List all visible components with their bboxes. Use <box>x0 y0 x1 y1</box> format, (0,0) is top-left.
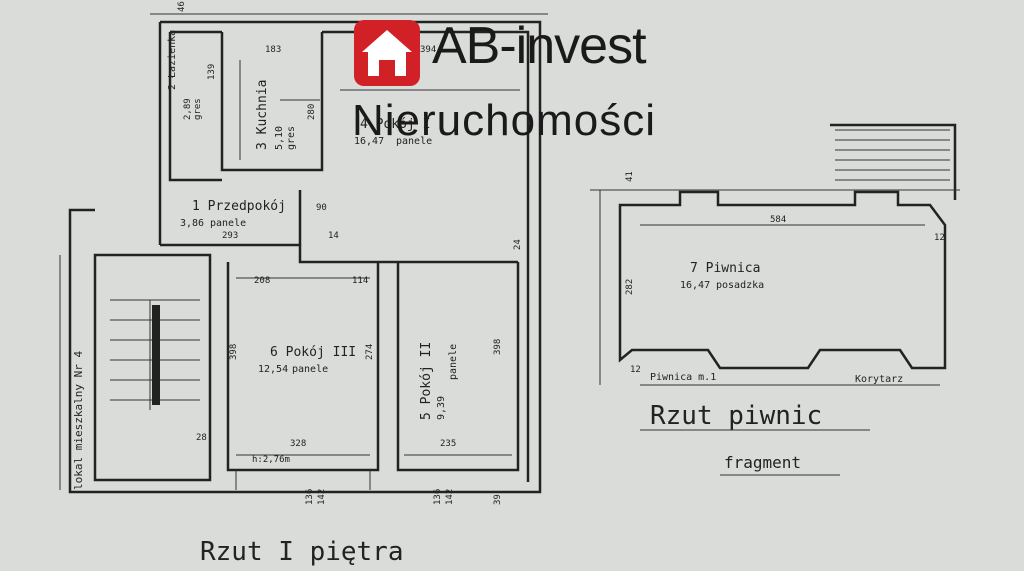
basement-plan <box>618 123 957 370</box>
basement-stairs-steps <box>835 129 950 181</box>
dim: 280 <box>307 104 317 120</box>
brand-subtitle: Nieruchomości <box>352 96 656 145</box>
dimension-line <box>280 89 520 101</box>
staircase <box>93 253 212 482</box>
dim: 90 <box>316 203 327 213</box>
room6-name: 6 Pokój III <box>270 345 356 360</box>
dim: 41 <box>625 171 635 182</box>
dimension-line <box>590 189 960 385</box>
room6-floor: panele <box>292 364 328 375</box>
dim: 394 <box>420 45 436 55</box>
dim: 139 <box>207 64 217 80</box>
side-label: lokal mieszkalny Nr 4 <box>72 351 85 490</box>
corridor-label: Korytarz <box>855 374 903 385</box>
dim: 136 <box>433 489 443 505</box>
room5-wall <box>396 262 520 472</box>
room4-floor: panele <box>396 136 432 147</box>
dim: 282 <box>625 279 635 295</box>
corridor-wall <box>160 243 518 264</box>
room2-area: 2,89 <box>183 98 193 120</box>
dim: 398 <box>229 344 239 360</box>
room6-area: 12,54 <box>258 364 288 375</box>
room4-name: 4 Pokój I <box>360 117 430 132</box>
brand-name: AB-invest <box>432 17 647 75</box>
room5-name: 5 Pokój II <box>419 342 434 420</box>
room2-floor: gres <box>193 98 203 120</box>
dim: 293 <box>222 231 238 241</box>
room3-floor: gres <box>286 126 297 150</box>
cellar-left-label: Piwnica m.1 <box>650 372 716 383</box>
dim: 46 <box>177 1 187 12</box>
room4-area: 16,47 <box>354 136 384 147</box>
room1-floor: panele <box>210 218 246 229</box>
stairs-handrail <box>152 305 160 405</box>
basement-title: Rzut piwnic <box>650 401 822 431</box>
dim: 39 <box>493 494 503 505</box>
room5-area: 9,39 <box>436 396 447 420</box>
basement-subtitle: fragment <box>724 453 801 472</box>
house-logo-icon <box>354 20 420 86</box>
stairs-outline <box>830 123 957 200</box>
dim: 24 <box>513 239 523 250</box>
cellar-name: 7 Piwnica <box>690 261 760 276</box>
room5-floor: panele <box>448 344 459 380</box>
room6-wall <box>226 262 380 472</box>
dim: 12 <box>934 233 945 243</box>
dim: 114 <box>352 276 368 286</box>
floor-plan-title: Rzut I piętra <box>200 537 404 567</box>
dim: 328 <box>290 439 306 449</box>
dim: 12 <box>630 365 641 375</box>
dim: 274 <box>365 344 375 360</box>
bathroom-wall <box>168 32 222 182</box>
room1-area: 3,86 <box>180 218 204 229</box>
dim: 142 <box>317 489 327 505</box>
dim: h:2,76m <box>252 455 290 465</box>
dim: 398 <box>493 339 503 355</box>
room2-name: 2 Łazienka <box>167 30 178 90</box>
cellar-area: 16,47 <box>680 280 710 291</box>
cellar-floor: posadzka <box>716 280 764 291</box>
dim: 183 <box>265 45 281 55</box>
room3-area: 5,10 <box>274 126 285 150</box>
dim: 208 <box>254 276 270 286</box>
kitchen-wall <box>220 32 324 172</box>
dim: 28 <box>196 433 207 443</box>
dim: 235 <box>440 439 456 449</box>
cellar-wall <box>618 190 947 370</box>
room1-name: 1 Przedpokój <box>192 199 286 214</box>
dim: 136 <box>305 489 315 505</box>
outer-wall <box>68 20 542 494</box>
dim: 142 <box>445 489 455 505</box>
company-logo: AB-invest Nieruchomości <box>352 16 682 146</box>
dim: 14 <box>328 231 339 241</box>
dim: 584 <box>770 215 786 225</box>
room3-name: 3 Kuchnia <box>255 80 270 150</box>
dimension-line <box>235 470 371 490</box>
